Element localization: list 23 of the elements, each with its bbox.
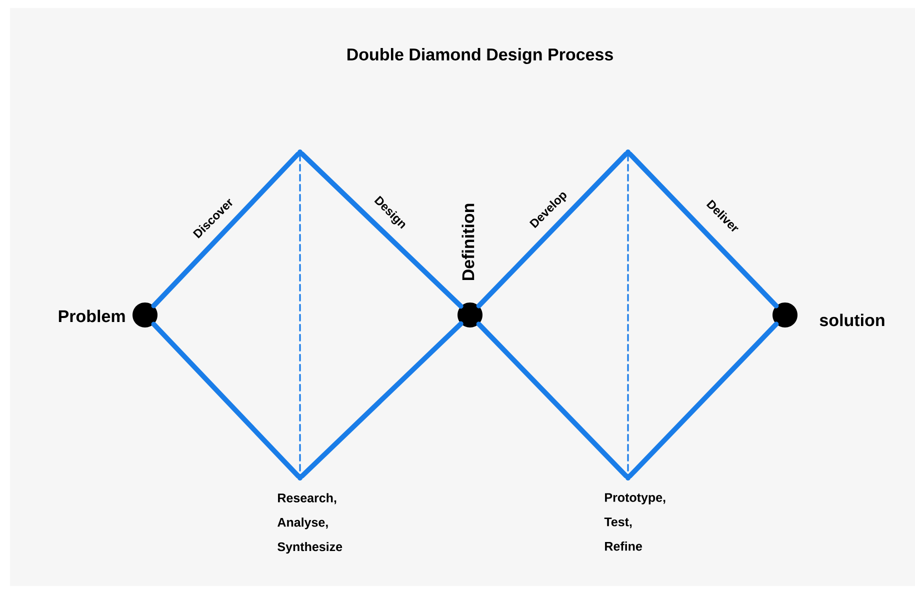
line [151,151,301,308]
corner-point [626,149,630,154]
activity-list: Prototype, Test, Refine [604,493,666,551]
line [627,322,779,479]
point-label: Definition [462,204,474,280]
dot [458,302,482,328]
dot [132,302,158,328]
line [476,322,629,479]
point-label: Problem [58,310,125,322]
title: Double Diamond Design Process [347,48,613,64]
line [627,151,779,308]
corner-point [298,149,302,154]
line [151,322,301,479]
line [299,321,464,479]
dot [772,302,798,328]
corner-point [626,475,630,480]
activity-list: Research, Analyse, Synthesize [278,493,342,554]
line [299,151,464,309]
dashed-line [627,154,629,476]
dashed-line [299,154,301,476]
line [476,151,629,308]
point-label: solution [820,314,884,326]
corner-point [298,475,302,480]
